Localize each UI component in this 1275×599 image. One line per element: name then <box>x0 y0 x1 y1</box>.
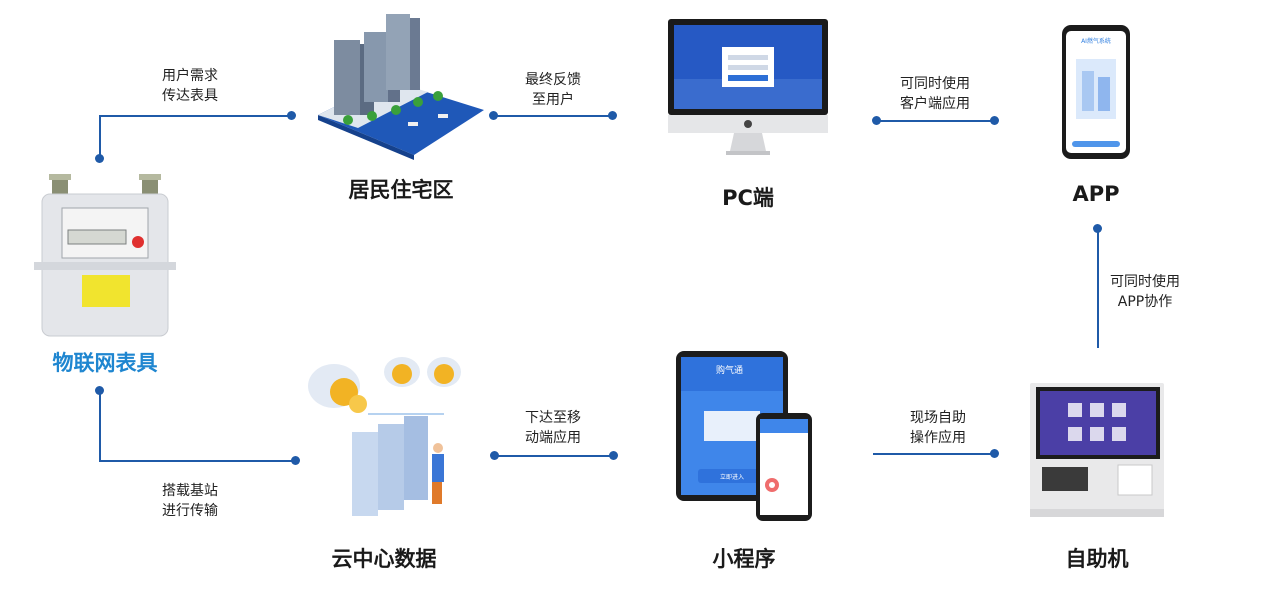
edge-label-line: 可同时使用 <box>1110 274 1180 290</box>
edge-label-line: 搭载基站 <box>162 483 218 499</box>
edge-label-pc-app: 可同时使用 客户端应用 <box>885 74 985 114</box>
connector-dot <box>95 154 104 163</box>
node-miniprogram-title: 小程序 <box>712 547 776 571</box>
edge-label-line: 操作应用 <box>910 430 966 446</box>
edge-label-meter-cloud: 搭载基站 进行传输 <box>140 481 240 521</box>
smart-meter-illustration <box>34 174 176 337</box>
edge-label-line: 用户需求 <box>162 68 218 84</box>
node-app-title: APP <box>1072 182 1120 206</box>
connector-dot <box>872 116 881 125</box>
self-service-kiosk-illustration <box>1030 383 1164 517</box>
connector-dot <box>287 111 296 120</box>
edge-label-cloud-mini: 下达至移 动端应用 <box>503 408 603 448</box>
connector-dot <box>95 386 104 395</box>
edge-label-mini-kiosk: 现场自助 操作应用 <box>888 408 988 448</box>
edge-label-line: 现场自助 <box>910 410 966 426</box>
edge-label-residential-pc: 最终反馈 至用户 <box>503 70 603 110</box>
connector-cloud-mini <box>494 455 614 457</box>
edge-label-meter-residential: 用户需求 传达表具 <box>140 66 240 106</box>
tablet-app-name: 购气通 <box>716 364 743 376</box>
connector-meter-down <box>99 390 101 461</box>
node-kiosk-title: 自助机 <box>1065 547 1129 571</box>
desktop-computer-illustration <box>668 19 828 155</box>
edge-label-line: 最终反馈 <box>525 72 581 88</box>
connector-dot <box>990 449 999 458</box>
node-cloud-title: 云中心数据 <box>331 547 437 571</box>
connector-meter-residential <box>99 115 292 117</box>
edge-label-line: 进行传输 <box>162 503 218 519</box>
connector-dot <box>490 451 499 460</box>
node-pc-title: PC端 <box>722 186 774 210</box>
edge-label-line: 客户端应用 <box>900 96 970 112</box>
cloud-datacenter-illustration <box>308 357 461 516</box>
smartphone-illustration: AI燃气系统 <box>1062 25 1130 159</box>
residential-buildings-illustration <box>318 14 484 160</box>
connector-mini-kiosk <box>873 453 995 455</box>
connector-dot <box>291 456 300 465</box>
phone-app-name: AI燃气系统 <box>1081 37 1111 45</box>
connector-meter-up <box>99 116 101 159</box>
connector-pc-app <box>876 120 994 122</box>
connector-dot <box>990 116 999 125</box>
connector-kiosk-app <box>1097 228 1099 348</box>
node-meter-title: 物联网表具 <box>52 351 158 375</box>
tablet-and-phone-illustration: 购气通 立即进入 <box>676 351 812 521</box>
node-residential-title: 居民住宅区 <box>348 178 454 202</box>
edge-label-line: 动端应用 <box>525 430 581 446</box>
edge-label-line: APP协作 <box>1117 294 1173 310</box>
connector-residential-pc <box>493 115 613 117</box>
tablet-button-label: 立即进入 <box>720 473 744 481</box>
connector-dot <box>608 111 617 120</box>
edge-label-line: 下达至移 <box>525 410 581 426</box>
connector-dot <box>489 111 498 120</box>
connector-dot <box>1093 224 1102 233</box>
edge-label-kiosk-app: 可同时使用 APP协作 <box>1095 272 1195 312</box>
connector-meter-cloud <box>99 460 295 462</box>
edge-label-line: 可同时使用 <box>900 76 970 92</box>
edge-label-line: 至用户 <box>532 92 574 108</box>
connector-dot <box>609 451 618 460</box>
edge-label-line: 传达表具 <box>162 88 218 104</box>
